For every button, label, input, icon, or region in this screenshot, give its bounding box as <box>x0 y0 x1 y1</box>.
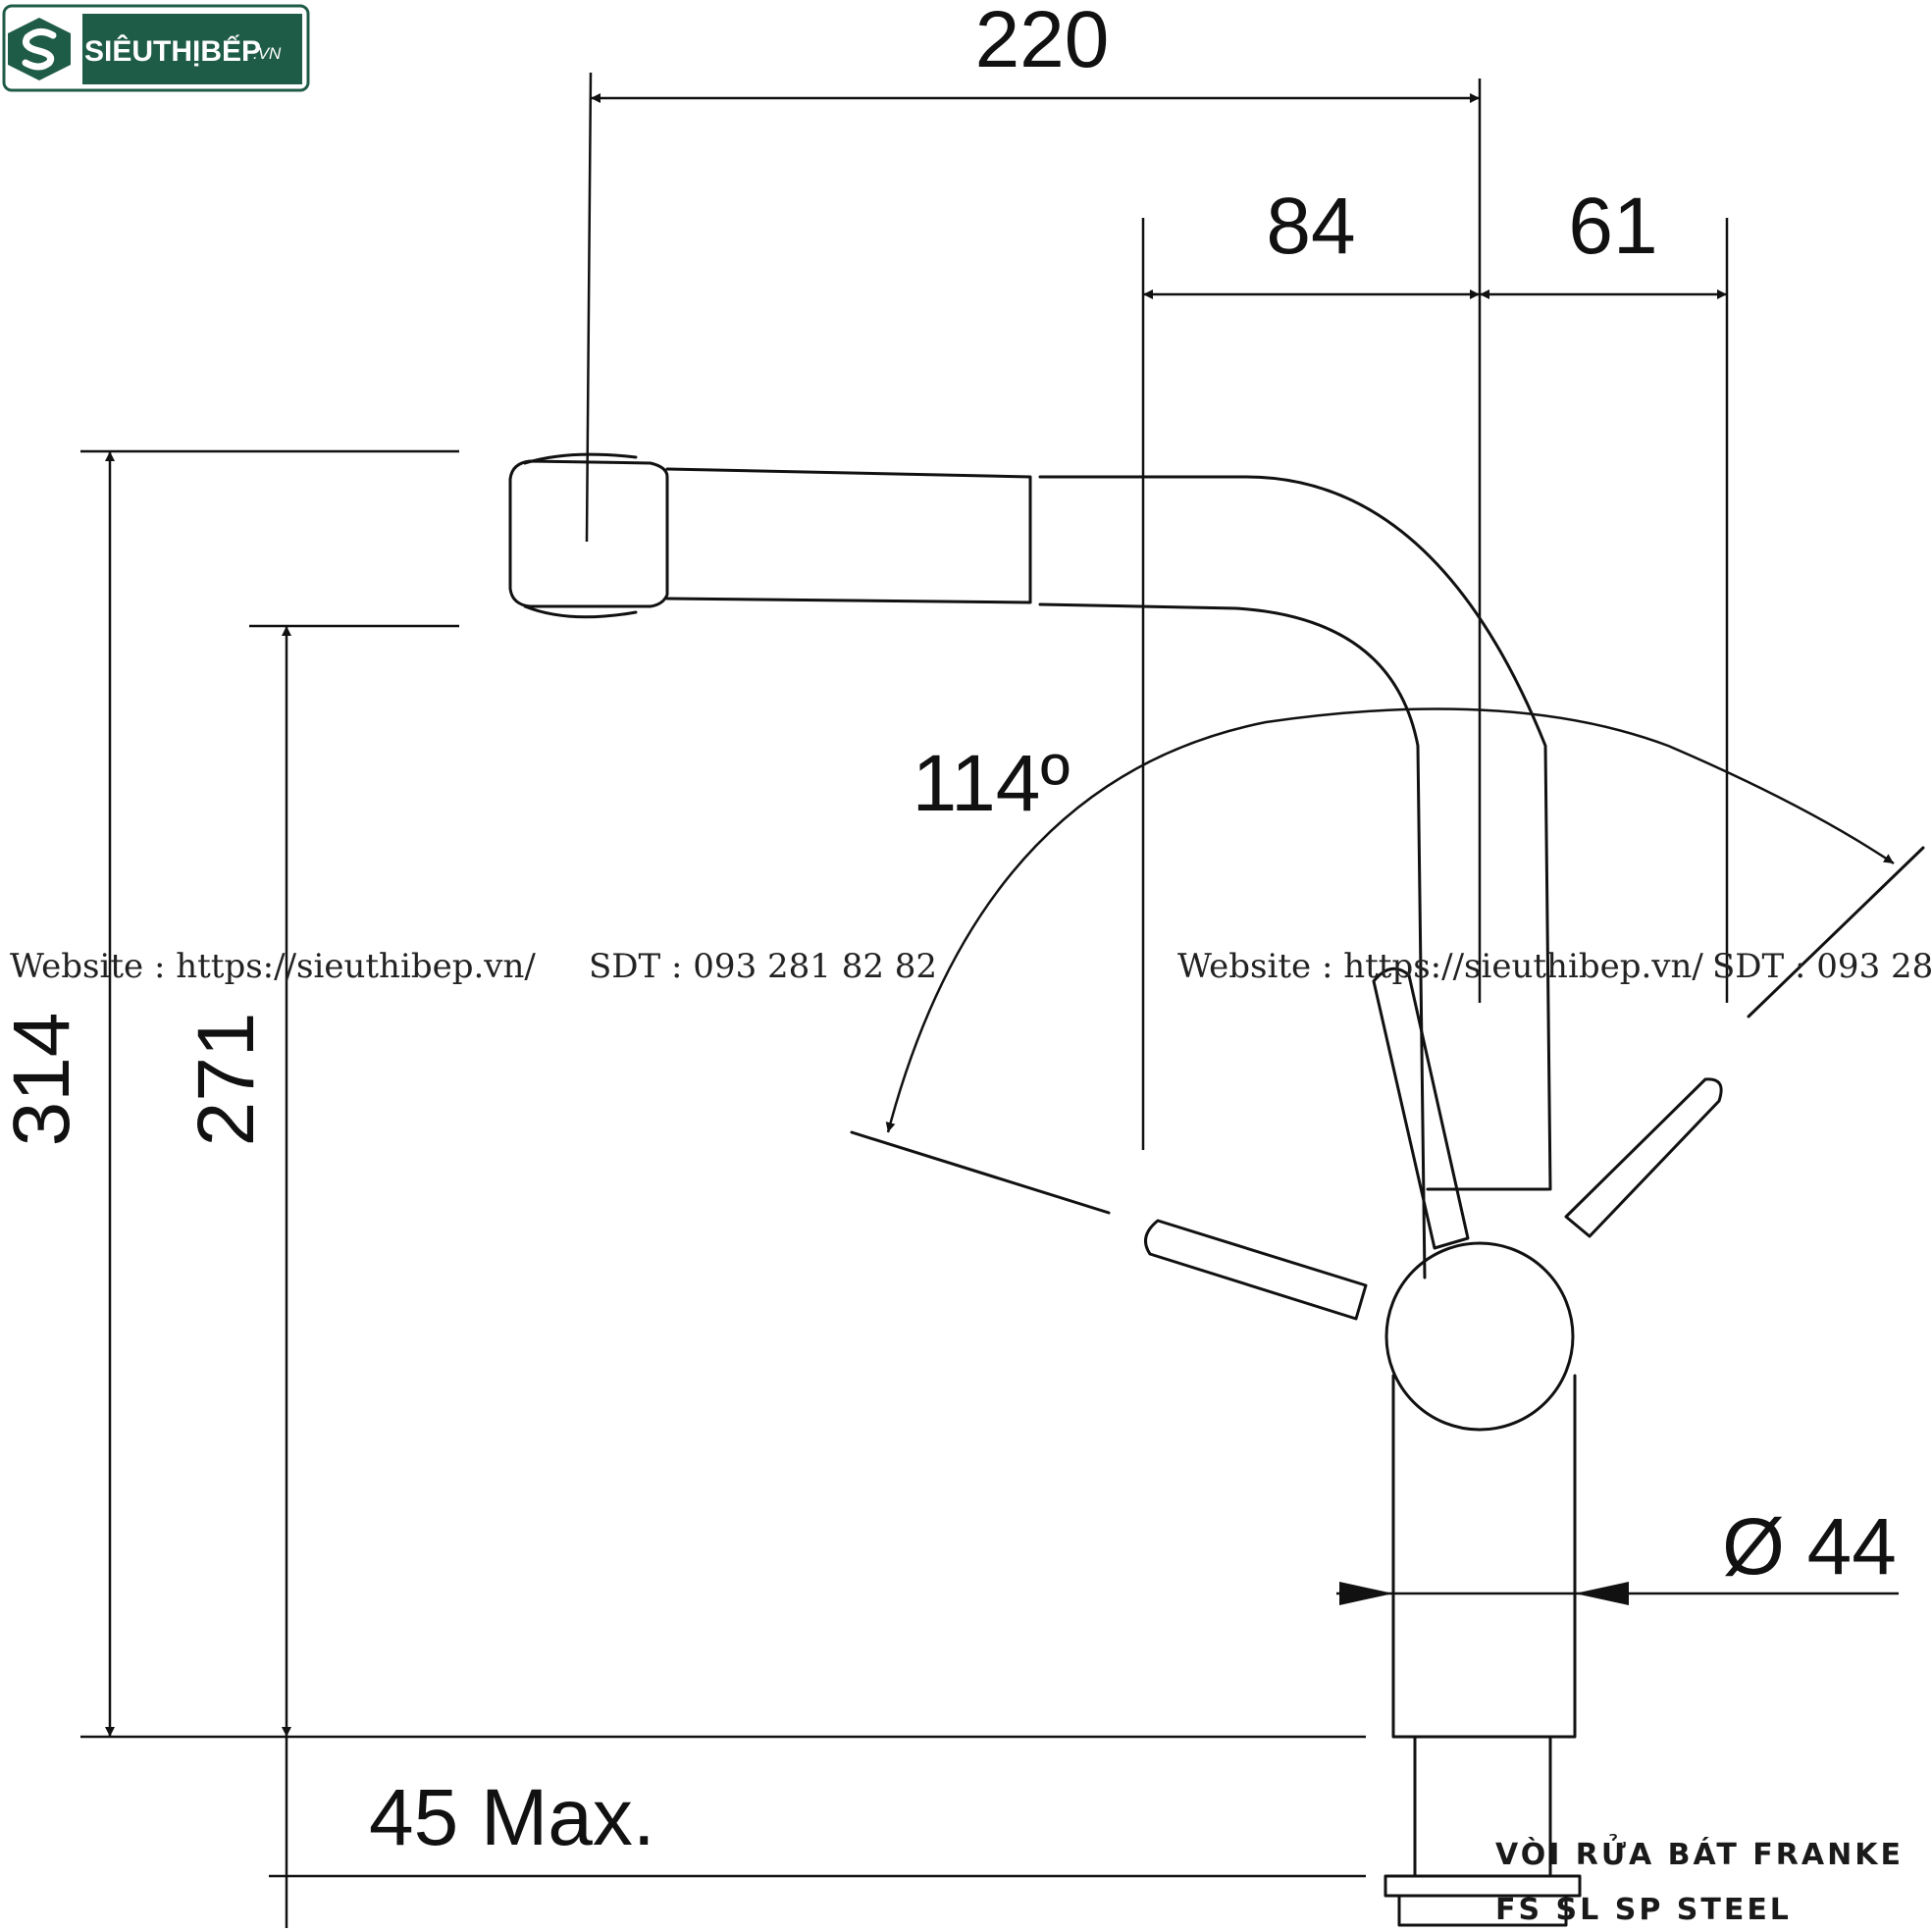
spray-head <box>508 459 669 608</box>
dim-61-label: 61 <box>1568 182 1657 271</box>
lever-knob <box>1384 1241 1575 1432</box>
logo-suffix-text: .VN <box>253 44 282 63</box>
product-caption-line2: FS SL SP STEEL <box>1495 1893 1792 1927</box>
product-caption-line1: VÒI RỬA BÁT FRANKE <box>1495 1833 1904 1872</box>
watermark-phone-1: SDT : 093 281 82 82 <box>589 947 937 986</box>
dim-220-label: 220 <box>975 0 1110 84</box>
dim-314-label: 314 <box>0 1013 86 1147</box>
watermark-website-1: Website : https://sieuthibep.vn/ <box>10 947 536 986</box>
dim-84-label: 84 <box>1266 182 1355 271</box>
spout-outer <box>1038 475 1552 1191</box>
dimension-lines <box>80 72 1899 1928</box>
watermark-website-2: Website : https://sieuthibep.vn/ <box>1177 947 1703 986</box>
dim-diameter-label: Ø 44 <box>1722 1502 1897 1592</box>
dim-45-max-label: 45 Max. <box>369 1773 655 1862</box>
hose-section <box>665 467 1032 604</box>
logo-brand-text: SIÊUTHỊBẾP <box>84 34 261 68</box>
mounting-stud <box>1413 1737 1552 1876</box>
spray-head-ring-bottom <box>523 604 638 619</box>
ghost-lever-right <box>1564 1077 1723 1238</box>
faucet-outline <box>508 452 1925 1927</box>
ghost-lever-left <box>1144 1219 1368 1321</box>
brand-logo[interactable]: SIÊUTHỊBẾP .VN <box>2 4 310 92</box>
spout-inner <box>1038 602 1427 1279</box>
dim-271-label: 271 <box>182 1013 271 1147</box>
spray-head-ring-top <box>523 452 638 465</box>
watermark-phone-2: SDT : 093 28 <box>1712 947 1932 986</box>
diameter-arrows <box>1339 1582 1629 1605</box>
mounting-nut <box>1384 1874 1582 1927</box>
logo-mark-icon <box>8 18 71 80</box>
dim-angle-label: 114º <box>913 739 1070 828</box>
faucet-body <box>1391 1374 1577 1739</box>
